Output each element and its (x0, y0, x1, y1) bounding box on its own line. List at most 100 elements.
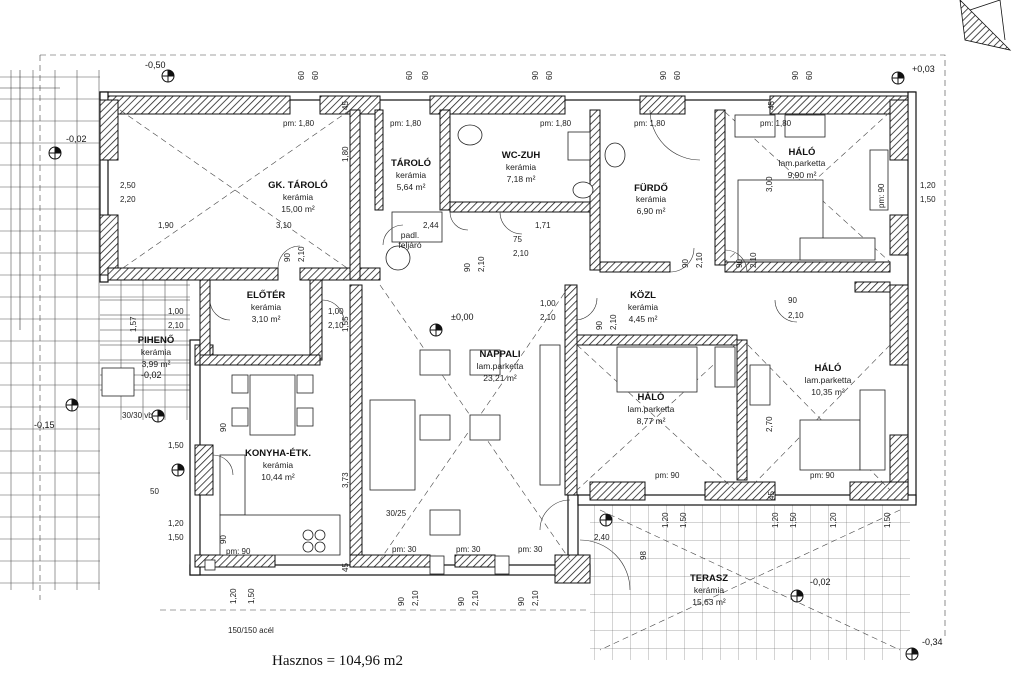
room-label-terasz: TERASZ kerámia 15,63 m² (690, 573, 728, 607)
level-left-bottom: -0,15 (34, 420, 55, 430)
room-material: kerámia (251, 302, 282, 312)
dim-90: 90 (791, 71, 800, 80)
dim-90: 90 (735, 259, 744, 268)
doors (209, 109, 798, 591)
dim-150: 1,50 (883, 512, 892, 528)
room-material: lam.parketta (477, 361, 524, 371)
room-label-halo-3: HÁLÓ lam.parketta 10,35 m² (805, 362, 852, 397)
dim-60: 60 (311, 71, 320, 80)
dim-100: 1,00 (168, 307, 184, 316)
room-name: PIHENŐ (138, 334, 174, 346)
dim-120: 1,20 (920, 181, 936, 190)
useful-area-label: Hasznos = 104,96 m2 (272, 653, 403, 669)
dim-150: 1,50 (789, 512, 798, 528)
dim-244: 2,44 (423, 221, 439, 230)
dim-50: 50 (150, 487, 159, 496)
room-material: kerámia (396, 170, 427, 180)
dim-45: 45 (767, 101, 776, 110)
level-top-right: +0,03 (912, 64, 935, 74)
dim-90: 90 (463, 263, 472, 272)
dim-60: 60 (673, 71, 682, 80)
dim-pm30: pm: 30 (456, 545, 481, 554)
dim-210: 2,10 (471, 590, 480, 606)
paving-left (0, 70, 100, 590)
dim-120: 1,20 (771, 512, 780, 528)
dim-150: 1,50 (168, 533, 184, 542)
dim-98: 98 (639, 551, 648, 560)
room-area: 15,63 m² (692, 597, 726, 607)
room-material: lam.parketta (628, 404, 675, 414)
level-terasz: -0,02 (810, 577, 831, 587)
level-bottom-right: -0,34 (922, 637, 943, 647)
room-material: kerámia (636, 194, 667, 204)
room-name: HÁLÓ (815, 362, 842, 374)
note-column: 150/150 acél (228, 626, 274, 635)
dim-pm90: pm: 90 (226, 547, 251, 556)
level-center: ±0,00 (451, 312, 473, 322)
dim-pm90: pm: 90 (877, 183, 886, 208)
dim-210: 2,10 (788, 311, 804, 320)
dim-60: 60 (297, 71, 306, 80)
room-area: 6,90 m² (637, 206, 666, 216)
room-material: kerámia (141, 347, 172, 357)
room-area: 9,90 m² (788, 170, 817, 180)
dim-90: 90 (457, 597, 466, 606)
dim-270: 2,70 (765, 416, 774, 432)
note-chimney: 30/30 vb (122, 411, 153, 420)
dim-150: 1,50 (247, 588, 256, 604)
dim-310: 3,10 (276, 221, 292, 230)
room-area: 8,77 m² (637, 416, 666, 426)
dim-157: 1,57 (129, 316, 138, 332)
dim-45: 45 (341, 563, 350, 572)
dim-190: 1,90 (158, 221, 174, 230)
dim-90: 90 (283, 253, 292, 262)
dim-250: 2,50 (120, 181, 136, 190)
dim-60: 60 (421, 71, 430, 80)
note-pillar: 30/25 (386, 509, 407, 518)
dim-pm30: pm: 30 (392, 545, 417, 554)
room-label-nappali: NAPPALI lam.parketta 23,21 m² (477, 349, 524, 383)
dim-150: 1,50 (679, 512, 688, 528)
dim-210: 2,10 (609, 314, 618, 330)
paving-strip (100, 280, 190, 420)
room-label-gk-tarolo: GK. TÁROLÓ kerámia 15,00 m² (268, 179, 328, 214)
dim-90: 90 (659, 71, 668, 80)
room-label-halo-2: HÁLÓ lam.parketta 8,77 m² (628, 391, 675, 426)
room-area: 5,64 m² (397, 182, 426, 192)
room-name: ELŐTÉR (247, 289, 286, 301)
dim-180: 1,80 (341, 146, 350, 162)
room-name: FÜRDŐ (634, 182, 668, 194)
room-material: kerámia (263, 460, 294, 470)
dim-210: 2,10 (695, 252, 704, 268)
dim-220: 2,20 (120, 195, 136, 204)
interior-walls (107, 109, 891, 556)
level-left-mid: -0,02 (66, 134, 87, 144)
stairs (100, 284, 190, 391)
room-area: 3,10 m² (252, 314, 281, 324)
room-label-piheno: PIHENŐ kerámia 3,99 m² (138, 334, 174, 369)
room-label-konyha: KONYHA-ÉTK. kerámia 10,44 m² (245, 448, 311, 482)
note-padl: padl. (401, 230, 419, 240)
dim-pm180: pm: 1,80 (540, 119, 572, 128)
dim-90: 90 (517, 597, 526, 606)
dim-pm180: pm: 1,80 (634, 119, 666, 128)
room-name: KONYHA-ÉTK. (245, 448, 311, 459)
room-material: kerámia (628, 302, 659, 312)
room-name: HÁLÓ (789, 146, 816, 158)
room-label-tarolo: TÁROLÓ kerámia 5,64 m² (391, 157, 431, 192)
level-markers (48, 69, 919, 661)
site-boundary (39, 54, 946, 640)
dim-210: 2,10 (297, 246, 306, 262)
level-top-left: -0,50 (145, 60, 166, 70)
room-name: WC-ZUH (502, 150, 541, 161)
room-name: HÁLÓ (638, 391, 665, 403)
dim-210: 2,10 (328, 321, 344, 330)
room-area: 7,18 m² (507, 174, 536, 184)
dim-90: 90 (219, 423, 228, 432)
dim-75: 75 (513, 235, 522, 244)
dim-210: 2,10 (540, 313, 556, 322)
dim-pm180: pm: 1,80 (390, 119, 422, 128)
room-material: kerámia (283, 192, 314, 202)
dim-120: 1,20 (168, 519, 184, 528)
